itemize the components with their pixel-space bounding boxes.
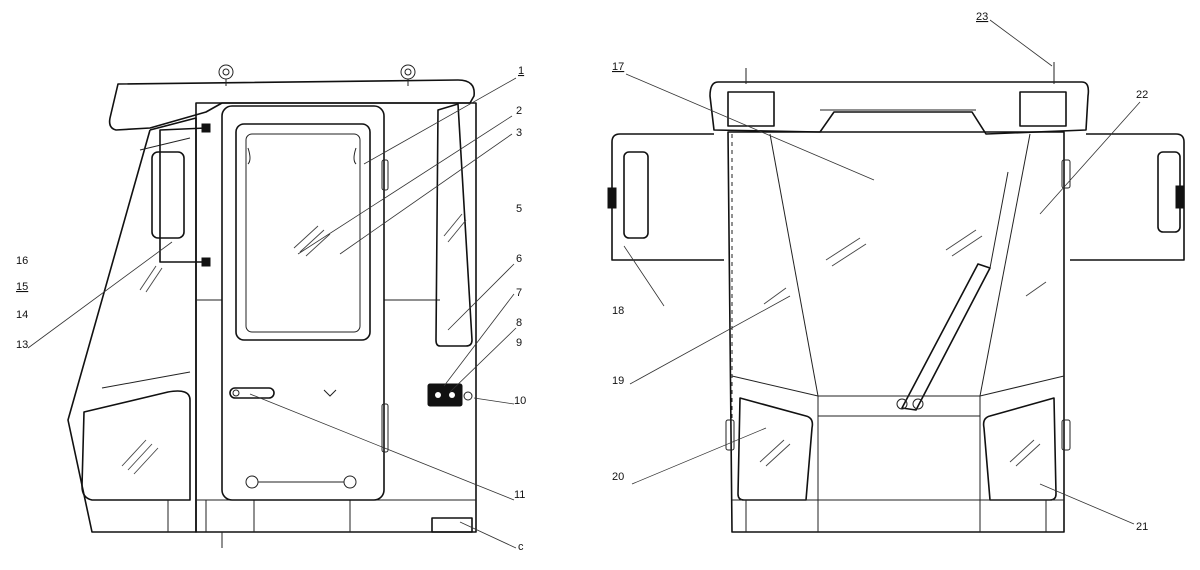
front-wiper-pivot-right xyxy=(912,398,924,410)
label-18: 18 xyxy=(612,305,624,317)
label-2: 2 xyxy=(516,105,522,117)
front-mirror-arm-right xyxy=(1070,133,1185,261)
cab-side-view xyxy=(67,64,477,548)
label-11: 11 xyxy=(514,489,525,501)
label-9: 9 xyxy=(516,337,522,349)
side-mirror xyxy=(151,151,185,239)
side-lifting-eye-front xyxy=(218,64,234,80)
front-cab-body xyxy=(727,131,1065,533)
side-door-window xyxy=(235,123,371,341)
part-labels: 1 2 3 5 6 7 8 9 10 11 c 16 15 14 13 17 1… xyxy=(16,11,1148,553)
side-rear-window xyxy=(435,103,473,347)
label-8: 8 xyxy=(516,317,522,329)
leader-lines xyxy=(27,19,1141,549)
label-15: 15 xyxy=(16,281,28,293)
label-17: 17 xyxy=(612,61,624,73)
front-mirror-arm-left xyxy=(611,133,724,261)
side-front-body xyxy=(67,117,197,533)
side-cab-body xyxy=(195,102,477,533)
side-door-step-hole-left xyxy=(245,475,259,489)
label-20: 20 xyxy=(612,471,624,483)
side-step xyxy=(431,517,473,533)
front-lower-window-right xyxy=(982,397,1057,501)
label-10: 10 xyxy=(514,395,526,407)
cab-front-view xyxy=(607,62,1185,533)
label-16: 16 xyxy=(16,255,28,267)
label-21: 21 xyxy=(1136,521,1148,533)
front-wiper-arm xyxy=(901,263,991,411)
front-roof-light-left xyxy=(727,91,775,127)
side-door-step-hole-right xyxy=(343,475,357,489)
label-23: 23 xyxy=(976,11,988,23)
front-wiper-pivot-left xyxy=(896,398,908,410)
label-3: 3 xyxy=(516,127,522,139)
side-roof xyxy=(108,79,475,131)
side-door-handle xyxy=(229,387,275,399)
label-6: 6 xyxy=(516,253,522,265)
side-lifting-eye-rear xyxy=(400,64,416,80)
front-roof-light-right xyxy=(1019,91,1067,127)
label-13: 13 xyxy=(16,339,28,351)
side-bolt-10 xyxy=(463,391,473,401)
label-19: 19 xyxy=(612,375,624,387)
front-roof xyxy=(709,81,1090,135)
front-mirror-left xyxy=(623,151,649,239)
label-5: 5 xyxy=(516,203,522,215)
side-door-lock xyxy=(427,383,463,407)
label-22: 22 xyxy=(1136,89,1148,101)
label-14: 14 xyxy=(16,309,28,321)
side-lower-front-window xyxy=(81,390,191,501)
label-12: c xyxy=(518,541,524,553)
side-mirror-bracket xyxy=(159,127,207,263)
label-7: 7 xyxy=(516,287,522,299)
label-1: 1 xyxy=(518,65,524,77)
side-door xyxy=(221,105,385,501)
front-lower-window-left xyxy=(737,397,814,501)
